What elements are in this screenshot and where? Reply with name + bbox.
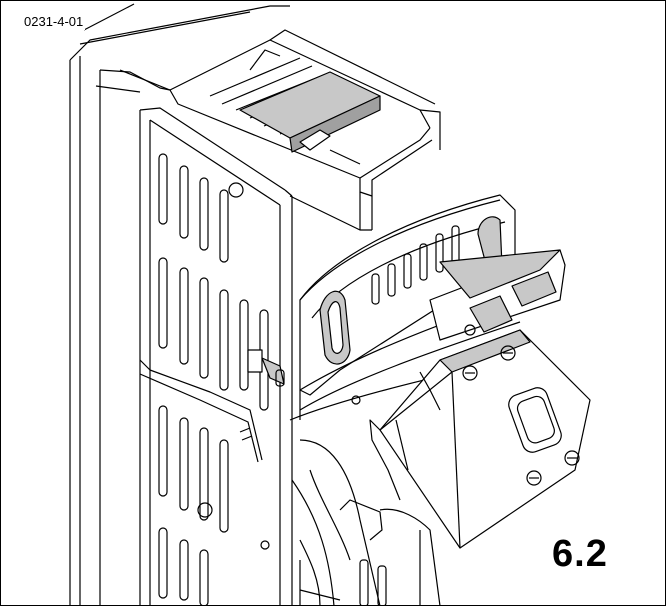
figure-number: 6.2 (552, 533, 608, 575)
mounting-hole (228, 182, 244, 198)
mounting-hole (260, 540, 270, 550)
reference-code: 0231-4-01 (22, 14, 86, 30)
screw (462, 345, 580, 486)
fastening-clip (247, 349, 285, 387)
fuse-base-housing (69, 5, 293, 606)
mounting-hole (197, 502, 213, 518)
ventilation-slots-middle (158, 257, 269, 411)
ventilation-slots-lower (158, 405, 229, 606)
ventilation-slots-upper (158, 153, 229, 263)
lower-contact-housing (291, 439, 441, 606)
fuse-cartridge (369, 249, 591, 549)
upper-contact-tray (119, 29, 441, 231)
fuse-carrier-arm (289, 194, 521, 421)
reference-leader-line (83, 3, 135, 31)
